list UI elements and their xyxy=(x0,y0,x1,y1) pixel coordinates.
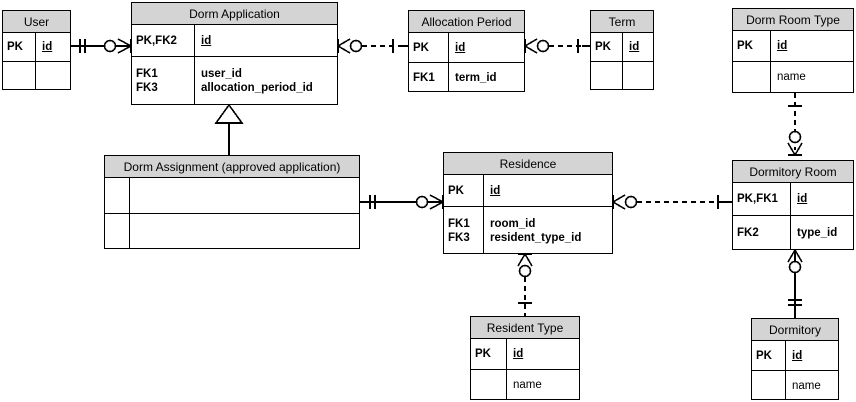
entity-resident-type[interactable]: Resident Type PK id name xyxy=(470,316,580,400)
entity-term-title: Term xyxy=(591,11,653,33)
connector-allocation-period-term xyxy=(524,38,590,54)
attribute-label: id xyxy=(777,40,788,52)
key-label: PK,FK1 xyxy=(737,193,778,205)
entity-dormitory[interactable]: Dormitory PK id name xyxy=(751,318,839,400)
attribute-label: term_id xyxy=(455,71,497,84)
entity-allocation-period-attr-section: FK1 term_id xyxy=(409,62,524,92)
attribute-label: id xyxy=(792,349,803,362)
key-label: PK xyxy=(756,349,772,362)
key-label: FK1 xyxy=(448,217,470,230)
entity-dorm-assignment-title: Dorm Assignment (approved application) xyxy=(105,156,359,178)
entity-user[interactable]: User PK id xyxy=(2,10,71,90)
attribute-label: name xyxy=(777,71,806,83)
key-label: PK xyxy=(475,348,491,360)
key-label: PK xyxy=(595,41,611,53)
entity-dorm-room-type-attr-section: name xyxy=(733,61,853,92)
connector-dormitory-room-dormitory xyxy=(787,249,803,318)
connector-residence-dormitory-room xyxy=(612,194,732,210)
entity-dormitory-pk-section: PK id xyxy=(752,341,838,370)
connector-inheritance-dorm-assignment-dorm-application xyxy=(214,103,244,158)
key-label: PK,FK2 xyxy=(136,34,177,47)
connector-dorm-assignment-residence xyxy=(360,194,444,210)
connector-residence-resident-type xyxy=(517,253,533,316)
connector-user-dorm-application xyxy=(71,38,132,54)
connector-dorm-room-type-dormitory-room xyxy=(787,93,803,156)
key-label: PK xyxy=(448,184,464,197)
entity-dorm-assignment[interactable]: Dorm Assignment (approved application) xyxy=(104,155,360,249)
entity-dormitory-room[interactable]: Dormitory Room PK,FK1 id FK2 type_id xyxy=(732,160,854,250)
entity-user-pk-section: PK id xyxy=(3,33,70,61)
entity-dorm-application-pk-section: PK,FK2 id xyxy=(132,25,337,56)
entity-resident-type-attr-section: name xyxy=(471,369,579,399)
entity-dormitory-room-attr-section: FK2 type_id xyxy=(733,215,853,249)
entity-term-pk-section: PK id xyxy=(591,33,653,61)
entity-dorm-room-type-title: Dorm Room Type xyxy=(733,9,853,31)
attribute-label: type_id xyxy=(797,226,838,239)
entity-dormitory-attr-section: name xyxy=(752,370,838,400)
attribute-label: name xyxy=(513,378,542,391)
attribute-label: room_id xyxy=(490,217,536,230)
entity-term-attr-section xyxy=(591,61,653,90)
entity-residence-pk-section: PK id xyxy=(444,175,612,206)
attribute-label: name xyxy=(792,379,821,392)
attribute-label: id xyxy=(490,184,501,197)
key-label: PK xyxy=(413,41,429,54)
entity-dorm-application-attr-section: FK1 FK3 user_id allocation_period_id xyxy=(132,56,337,105)
attribute-label: id xyxy=(797,193,808,205)
entity-allocation-period[interactable]: Allocation Period PK id FK1 term_id xyxy=(408,10,525,92)
attribute-label: id xyxy=(513,348,524,360)
attribute-label: id xyxy=(201,34,212,47)
key-label: PK xyxy=(7,41,23,53)
key-label: PK xyxy=(737,40,753,52)
key-label: FK3 xyxy=(136,82,158,94)
attribute-label: allocation_period_id xyxy=(201,82,313,94)
entity-user-attr-section xyxy=(3,61,70,90)
entity-dorm-assignment-row-2 xyxy=(105,213,359,248)
entity-dorm-room-type[interactable]: Dorm Room Type PK id name xyxy=(732,8,854,93)
attribute-label: user_id xyxy=(201,68,242,80)
entity-dorm-room-type-pk-section: PK id xyxy=(733,31,853,61)
entity-allocation-period-pk-section: PK id xyxy=(409,33,524,62)
key-label: FK3 xyxy=(448,231,470,244)
entity-dormitory-room-pk-section: PK,FK1 id xyxy=(733,183,853,215)
entity-dorm-application-title: Dorm Application xyxy=(132,3,337,25)
entity-resident-type-title: Resident Type xyxy=(471,317,579,339)
entity-term[interactable]: Term PK id xyxy=(590,10,654,90)
attribute-label: resident_type_id xyxy=(490,231,582,244)
entity-residence-title: Residence xyxy=(444,153,612,175)
entity-dorm-assignment-row-1 xyxy=(105,178,359,213)
connector-dorm-application-allocation-period xyxy=(337,38,408,54)
attribute-label: id xyxy=(455,41,466,54)
entity-residence[interactable]: Residence PK id FK1 FK3 room_id resident… xyxy=(443,152,613,254)
entity-residence-attr-section: FK1 FK3 room_id resident_type_id xyxy=(444,206,612,254)
entity-dorm-application[interactable]: Dorm Application PK,FK2 id FK1 FK3 user_… xyxy=(131,2,338,105)
attribute-label: id xyxy=(629,41,640,53)
entity-allocation-period-title: Allocation Period xyxy=(409,11,524,33)
entity-user-title: User xyxy=(3,11,70,33)
key-label: FK1 xyxy=(413,71,435,84)
key-label: FK1 xyxy=(136,68,158,80)
entity-resident-type-pk-section: PK id xyxy=(471,339,579,369)
entity-dormitory-title: Dormitory xyxy=(752,319,838,341)
entity-dormitory-room-title: Dormitory Room xyxy=(733,161,853,183)
attribute-label: id xyxy=(42,41,53,53)
key-label: FK2 xyxy=(737,226,759,239)
